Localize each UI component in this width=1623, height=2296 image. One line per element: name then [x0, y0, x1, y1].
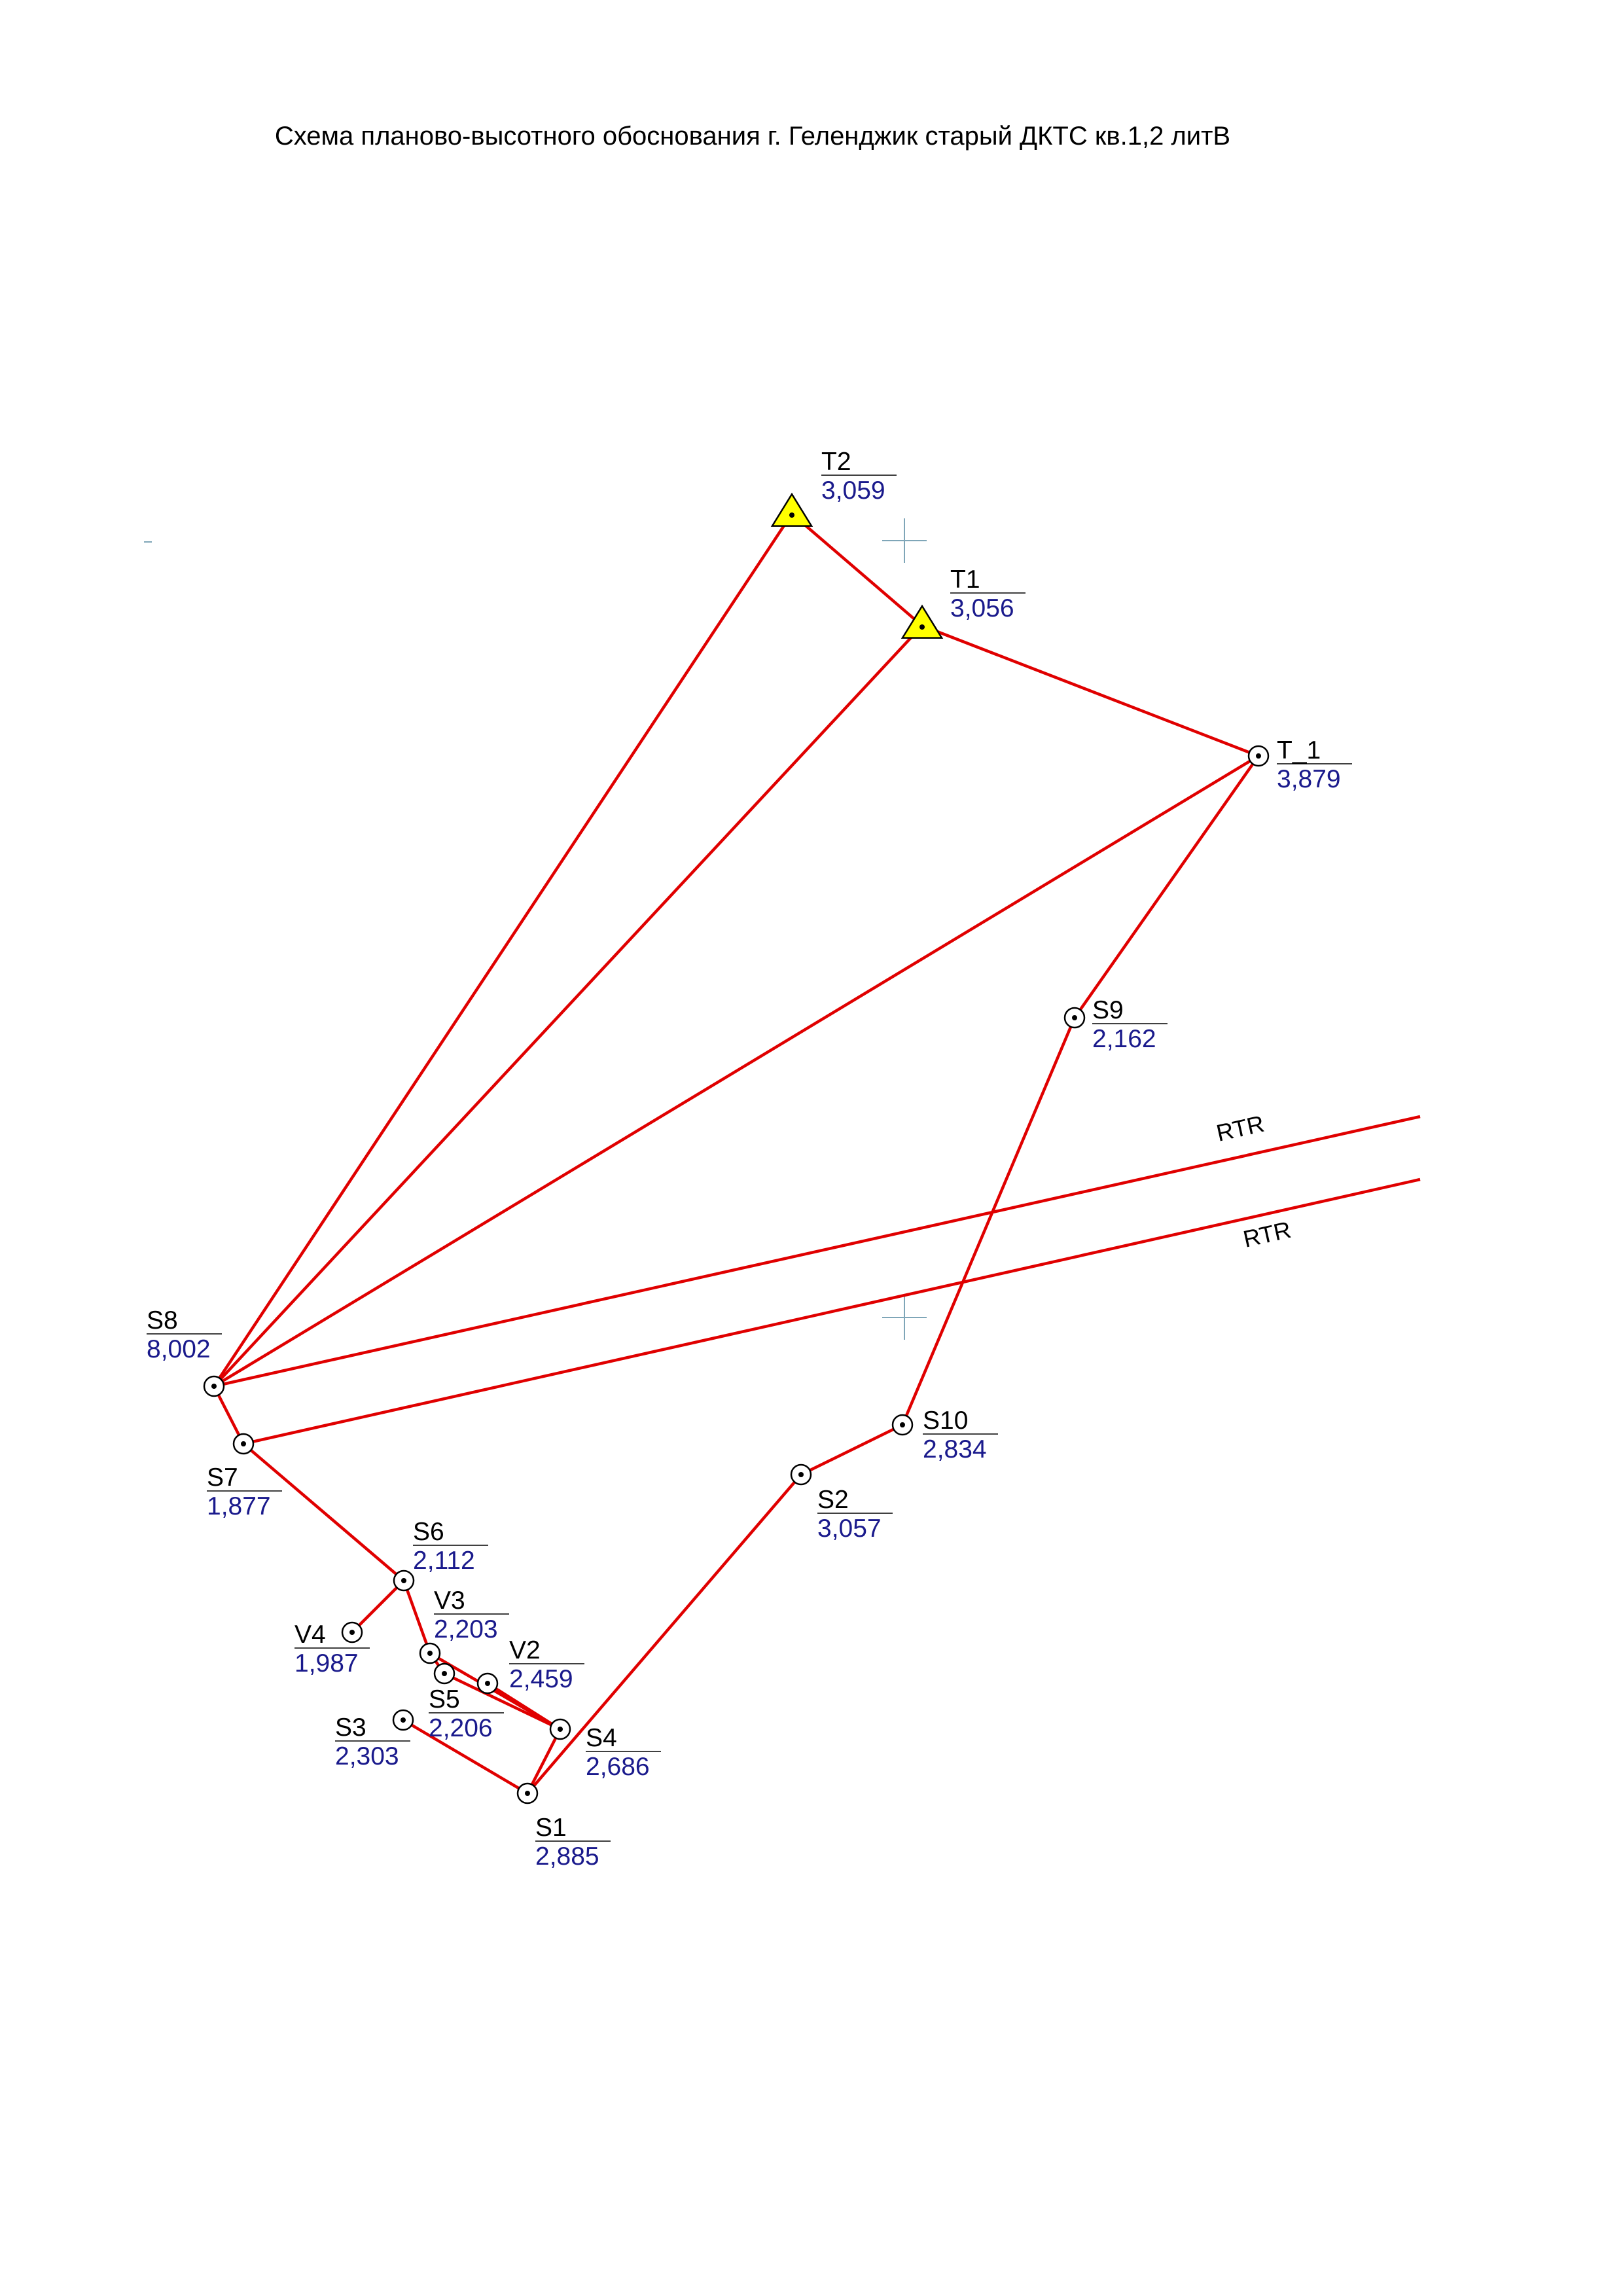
survey-point: S88,002 — [147, 1306, 225, 1397]
rtr-label: RTR — [1214, 1110, 1267, 1147]
point-elevation: 2,686 — [586, 1753, 650, 1781]
rtr-line — [243, 1177, 1421, 1446]
traverse-edge — [402, 1719, 529, 1795]
point-name: S6 — [413, 1518, 444, 1546]
survey-point: S12,885 — [516, 1782, 611, 1871]
point-elevation: 2,885 — [535, 1842, 599, 1871]
traverse-edge — [526, 1473, 802, 1795]
traverse-edge — [213, 755, 1260, 1388]
point-elevation: 1,987 — [294, 1649, 359, 1677]
point-center-dot — [919, 624, 925, 630]
point-name: S10 — [923, 1407, 968, 1435]
point-elevation: 3,056 — [950, 594, 1014, 622]
survey-point: S42,686 — [549, 1718, 661, 1781]
survey-point: V22,459 — [476, 1636, 584, 1695]
rtr-line — [213, 1115, 1421, 1388]
traverse-edge — [921, 624, 1259, 758]
point-elevation: 3,879 — [1277, 765, 1341, 793]
point-center-dot — [211, 1384, 217, 1389]
point-name: V2 — [509, 1636, 541, 1664]
point-elevation: 2,459 — [509, 1665, 573, 1693]
point-elevation: 2,203 — [434, 1615, 498, 1643]
traverse-edge — [486, 1682, 562, 1731]
traverse-edge — [351, 1579, 405, 1634]
point-name: S4 — [586, 1724, 617, 1752]
point-name: S2 — [817, 1486, 849, 1514]
survey-point: S62,112 — [393, 1518, 488, 1592]
rtr-lines: RTR RTR — [213, 1110, 1421, 1446]
traverse-edge — [800, 1423, 903, 1477]
point-center-dot — [900, 1422, 905, 1427]
point-name: S8 — [147, 1306, 178, 1335]
control-point-triangle-icon — [901, 604, 944, 639]
point-name: S1 — [535, 1814, 567, 1842]
survey-point: V32,203 — [419, 1587, 509, 1664]
point-elevation: 3,057 — [817, 1515, 882, 1543]
grid-cross-mark — [882, 1295, 927, 1340]
survey-points: T23,059T13,056T_13,879S92,162S88,002S71,… — [147, 448, 1352, 1871]
traverse-edge — [444, 1672, 561, 1731]
grid-crosses — [144, 518, 927, 1340]
control-point-triangle-icon — [770, 492, 813, 527]
traverse-lines — [212, 512, 1260, 1795]
diagram-title: Схема планово-высотного обоснования г. Г… — [274, 122, 1231, 151]
point-center-dot — [427, 1651, 433, 1656]
point-center-dot — [349, 1630, 355, 1635]
point-elevation: 1,877 — [207, 1492, 271, 1520]
point-elevation: 2,112 — [413, 1547, 475, 1575]
survey-point: T23,059 — [770, 448, 897, 527]
point-name: S3 — [335, 1713, 366, 1742]
point-center-dot — [241, 1441, 246, 1446]
traverse-edge — [212, 1385, 245, 1445]
point-center-dot — [1072, 1015, 1077, 1020]
point-center-dot — [558, 1727, 563, 1732]
point-center-dot — [401, 1717, 406, 1723]
traverse-edge — [1073, 755, 1260, 1019]
point-name: T1 — [950, 565, 980, 594]
point-center-dot — [525, 1791, 530, 1796]
point-center-dot — [442, 1671, 447, 1676]
survey-point: S32,303 — [335, 1709, 414, 1770]
traverse-edge — [402, 1580, 432, 1654]
point-elevation: 2,303 — [335, 1742, 399, 1770]
traverse-edge — [242, 1443, 405, 1582]
survey-point: S71,877 — [207, 1433, 282, 1520]
point-center-dot — [485, 1681, 490, 1686]
point-name: T_1 — [1277, 736, 1321, 764]
point-name: S9 — [1092, 996, 1124, 1024]
point-name: V4 — [294, 1621, 326, 1649]
point-elevation: 2,834 — [923, 1435, 987, 1463]
traverse-edge — [213, 512, 793, 1388]
traverse-edge — [901, 1017, 1077, 1426]
survey-point: S23,057 — [790, 1463, 893, 1543]
point-elevation: 3,059 — [821, 476, 885, 505]
point-name: V3 — [434, 1587, 465, 1615]
grid-cross-mark — [882, 518, 927, 563]
traverse-edge — [791, 512, 923, 627]
point-center-dot — [1256, 753, 1261, 759]
point-name: S7 — [207, 1463, 238, 1492]
point-center-dot — [401, 1578, 406, 1583]
point-elevation: 2,206 — [429, 1714, 493, 1742]
point-name: S5 — [429, 1685, 460, 1713]
survey-point: V41,987 — [294, 1621, 370, 1677]
survey-point: S52,206 — [429, 1662, 504, 1742]
traverse-edge — [526, 1728, 562, 1795]
point-center-dot — [798, 1472, 804, 1477]
rtr-label: RTR — [1241, 1216, 1294, 1253]
point-elevation: 2,162 — [1092, 1025, 1156, 1053]
point-elevation: 8,002 — [147, 1335, 211, 1363]
survey-point: S92,162 — [1063, 996, 1168, 1053]
point-center-dot — [789, 512, 794, 518]
survey-point: T13,056 — [901, 565, 1026, 639]
point-name: T2 — [821, 448, 851, 476]
traverse-edge — [213, 624, 923, 1388]
survey-point: T_13,879 — [1247, 736, 1352, 793]
